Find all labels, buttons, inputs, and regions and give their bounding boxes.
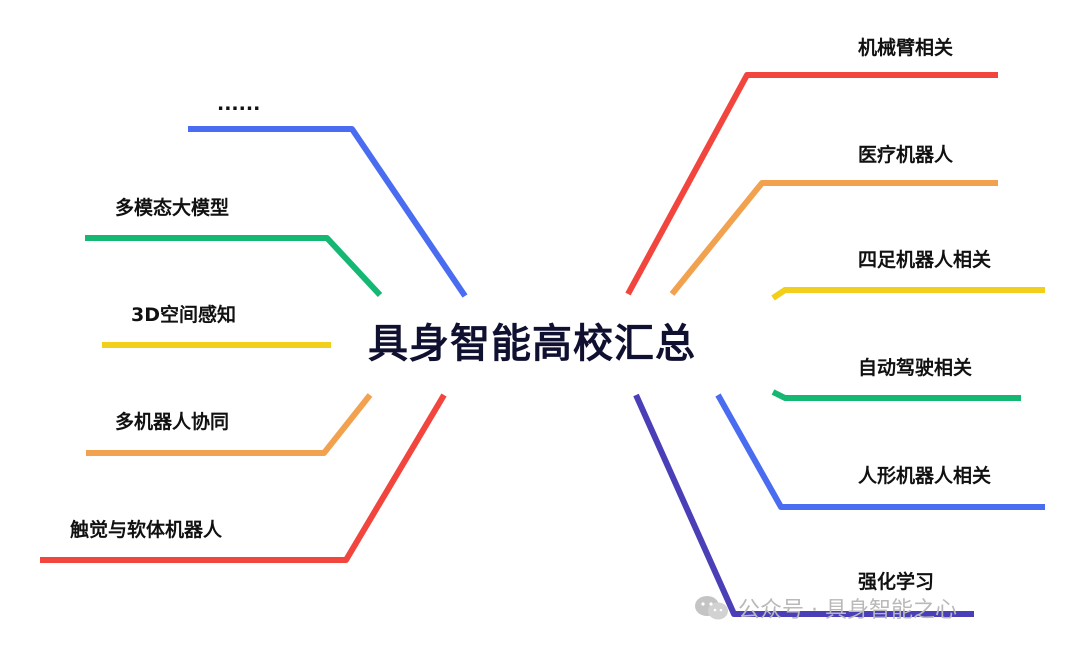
branch-connector-right-0: [625, 72, 998, 296]
watermark-text: 公众号 · 具身智能之心: [738, 598, 957, 623]
branch-connector-right-1: [669, 180, 998, 296]
branch-connector-left-3: [86, 393, 373, 456]
branch-label-multimodal: 多模态大模型: [115, 197, 230, 219]
branch-connector-right-4: [715, 393, 1045, 510]
branch-label-multi-robot: 多机器人协同: [115, 411, 230, 433]
center-title: 具身智能高校汇总: [368, 321, 696, 367]
branch-connector-right-3: [771, 389, 1021, 401]
branch-connector-right-5: [633, 393, 974, 617]
branch-connector-right-2: [771, 287, 1045, 301]
branch-connector-left-4: [40, 393, 447, 563]
branch-label-quadruped: 四足机器人相关: [858, 249, 992, 271]
branch-connector-left-1: [85, 235, 383, 298]
branch-label-autonomous-driving: 自动驾驶相关: [858, 357, 973, 379]
branch-label-tactile-soft: 触觉与软体机器人: [70, 519, 223, 541]
branch-connector-left-0: [188, 126, 468, 298]
branch-label-medical-robot: 医疗机器人: [858, 144, 954, 166]
wechat-icon: [695, 596, 728, 620]
branch-label-humanoid: 人形机器人相关: [858, 465, 992, 487]
branch-label-3d-perception: 3D空间感知: [131, 304, 236, 326]
branch-label-robotic-arm: 机械臂相关: [858, 37, 954, 59]
watermark: 公众号 · 具身智能之心: [694, 592, 957, 624]
branch-label-ellipsis: ......: [217, 93, 261, 115]
branch-label-reinforcement-learning: 强化学习: [858, 571, 935, 593]
